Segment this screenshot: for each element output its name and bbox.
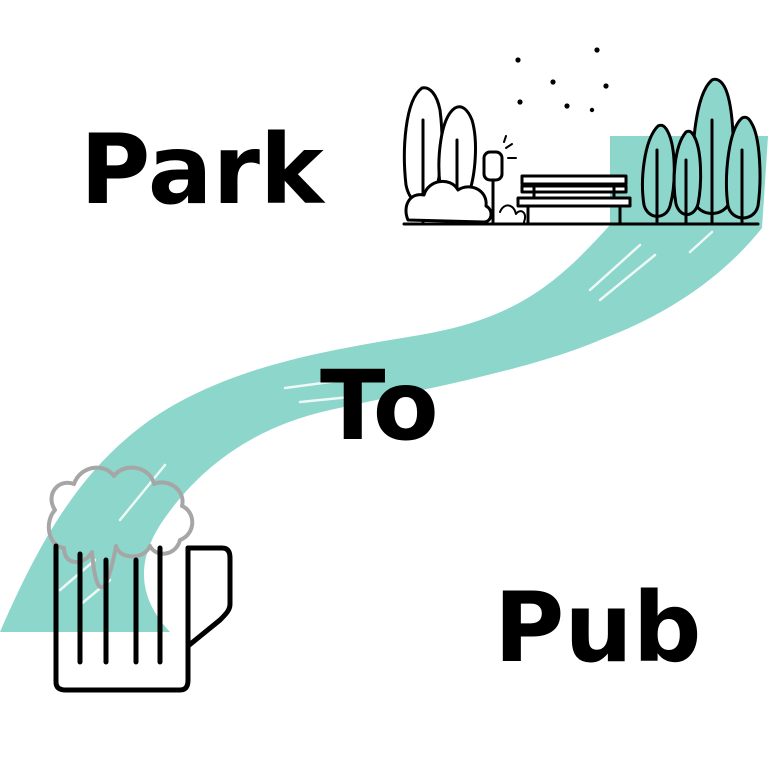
tree-icon (402, 86, 477, 224)
mug-body (53, 543, 191, 693)
beer-mug-icon (46, 465, 233, 693)
park-bench-icon (516, 174, 632, 226)
tree-icon (641, 77, 762, 224)
title-word-park: Park (80, 114, 324, 226)
path-streaks (58, 230, 714, 607)
title-word-pub: Pub (494, 572, 702, 684)
winding-path (0, 136, 768, 632)
crescent-moon-icon (570, 55, 592, 82)
street-lamp-icon (482, 135, 526, 224)
bush-icon (404, 179, 493, 224)
park-scene-icon (402, 47, 762, 226)
title-word-to: To (320, 350, 439, 462)
star-icon (515, 47, 609, 113)
beer-foam-icon (46, 465, 195, 590)
mug-ribs (77, 545, 163, 665)
mug-handle (185, 545, 233, 649)
